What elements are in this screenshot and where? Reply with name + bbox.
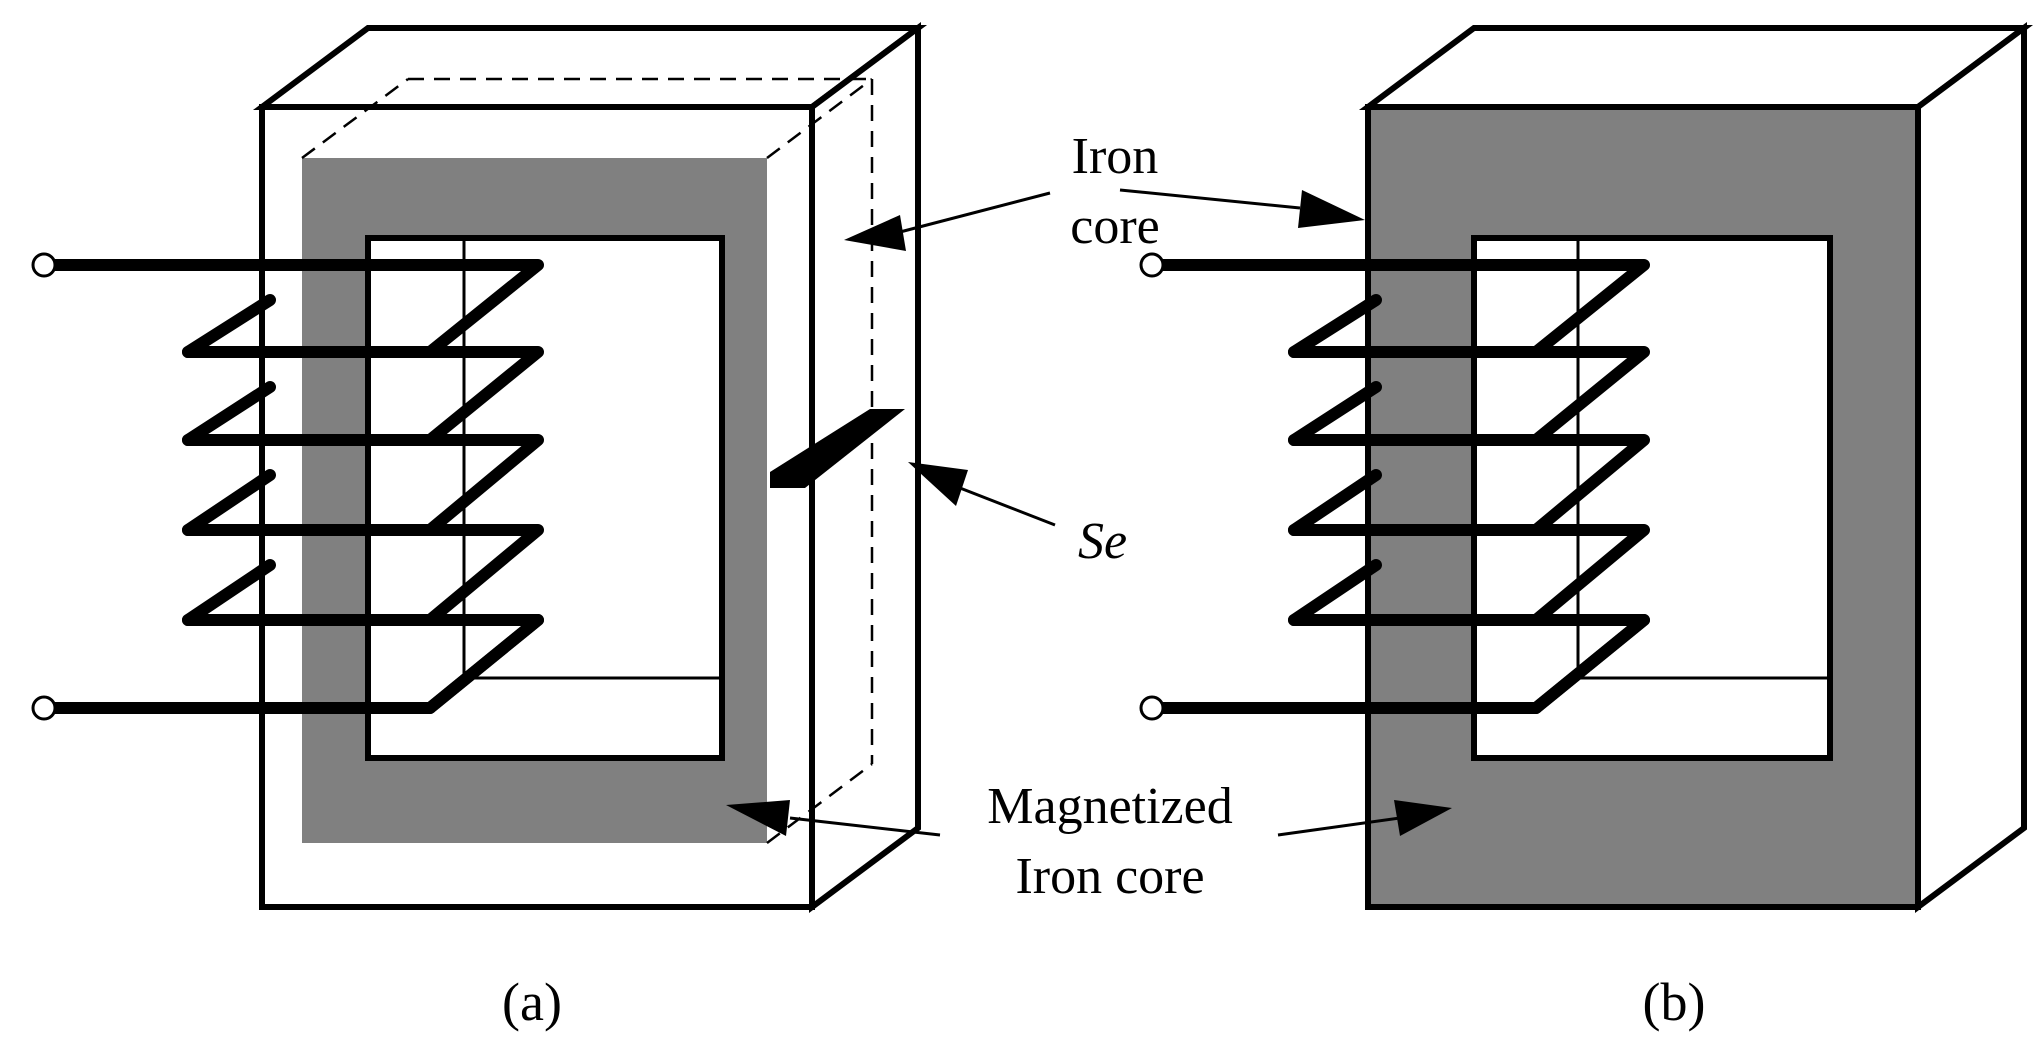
- coil-b: [1156, 259, 1650, 714]
- arrow-iron-core-a-head: [844, 215, 906, 251]
- arrow-magnetized-a-head: [726, 800, 790, 836]
- label-iron-core-line2: core: [1070, 198, 1159, 255]
- arrow-magnetized-b: [1277, 816, 1401, 837]
- terminal-a-bottom: [31, 695, 57, 721]
- arrow-magnetized-a: [789, 816, 941, 837]
- label-iron-core-line1: Iron: [1072, 128, 1159, 185]
- terminal-b-top: [1139, 252, 1165, 278]
- pointer-arrows: [726, 188, 1452, 837]
- core-b-window: [1471, 235, 1833, 761]
- arrow-iron-core-b-head: [1298, 190, 1365, 228]
- core-a-magnetized-region: [302, 158, 767, 843]
- core-a-window: [365, 235, 725, 761]
- se-cross-section: [770, 409, 905, 488]
- coil-a: [48, 259, 544, 714]
- terminal-a-top: [31, 252, 57, 278]
- core-a: [31, 22, 928, 913]
- core-b: [1139, 22, 2034, 913]
- arrow-magnetized-b-head: [1394, 800, 1452, 836]
- terminal-b-bottom: [1139, 695, 1165, 721]
- core-a-top-face: [252, 25, 928, 110]
- caption-a: (a): [502, 972, 562, 1032]
- label-magnetized-line1: Magnetized: [987, 778, 1232, 835]
- arrow-iron-core-a: [899, 191, 1051, 234]
- arrow-iron-core-b: [1119, 188, 1301, 210]
- arrow-se-head: [908, 462, 968, 506]
- caption-b: (b): [1643, 972, 1706, 1032]
- arrow-se: [959, 486, 1056, 527]
- label-magnetized-line2: Iron core: [1015, 848, 1204, 905]
- core-b-top-face: [1358, 25, 2034, 110]
- core-b-side-face: [1915, 22, 2027, 913]
- label-se: Se: [1078, 513, 1127, 570]
